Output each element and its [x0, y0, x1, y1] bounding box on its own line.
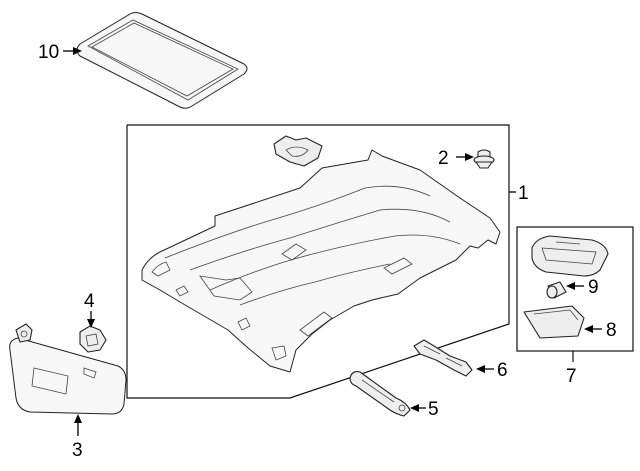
callout-6: 6 [476, 360, 508, 381]
callout-3: 3 [72, 414, 83, 461]
callout-9-label: 9 [588, 277, 599, 298]
bracket-part [413, 339, 473, 377]
headliner-frame [126, 124, 510, 399]
callout-10-label: 10 [38, 42, 59, 63]
bulb-part [546, 281, 567, 299]
callout-2: 2 [438, 148, 474, 169]
callout-6-label: 6 [497, 360, 508, 381]
visor-holder-part [79, 325, 107, 353]
callout-7-label: 7 [566, 366, 577, 387]
dome-lamp-housing-part [531, 235, 609, 277]
headliner-part [141, 149, 501, 373]
callout-5: 5 [410, 399, 439, 420]
callout-9: 9 [566, 277, 599, 298]
headliner-trim-clip [273, 135, 323, 167]
sun-visor-part [9, 323, 127, 415]
callout-2-label: 2 [438, 148, 449, 169]
callout-4: 4 [84, 291, 95, 328]
callout-7: 7 [566, 366, 577, 387]
callout-5-label: 5 [428, 399, 439, 420]
fastener-clip-part [473, 149, 495, 169]
dome-lamp-frame [516, 226, 634, 362]
grab-handle-part [349, 371, 411, 417]
callout-10: 10 [38, 42, 82, 63]
callout-1: 1 [509, 183, 529, 204]
callout-3-label: 3 [72, 440, 83, 461]
callout-1-label: 1 [518, 183, 529, 204]
callout-4-label: 4 [84, 291, 95, 312]
callout-8: 8 [584, 320, 617, 341]
lamp-lens-part [523, 305, 585, 339]
callout-8-label: 8 [606, 320, 617, 341]
sunroof-seal-part [76, 12, 248, 109]
